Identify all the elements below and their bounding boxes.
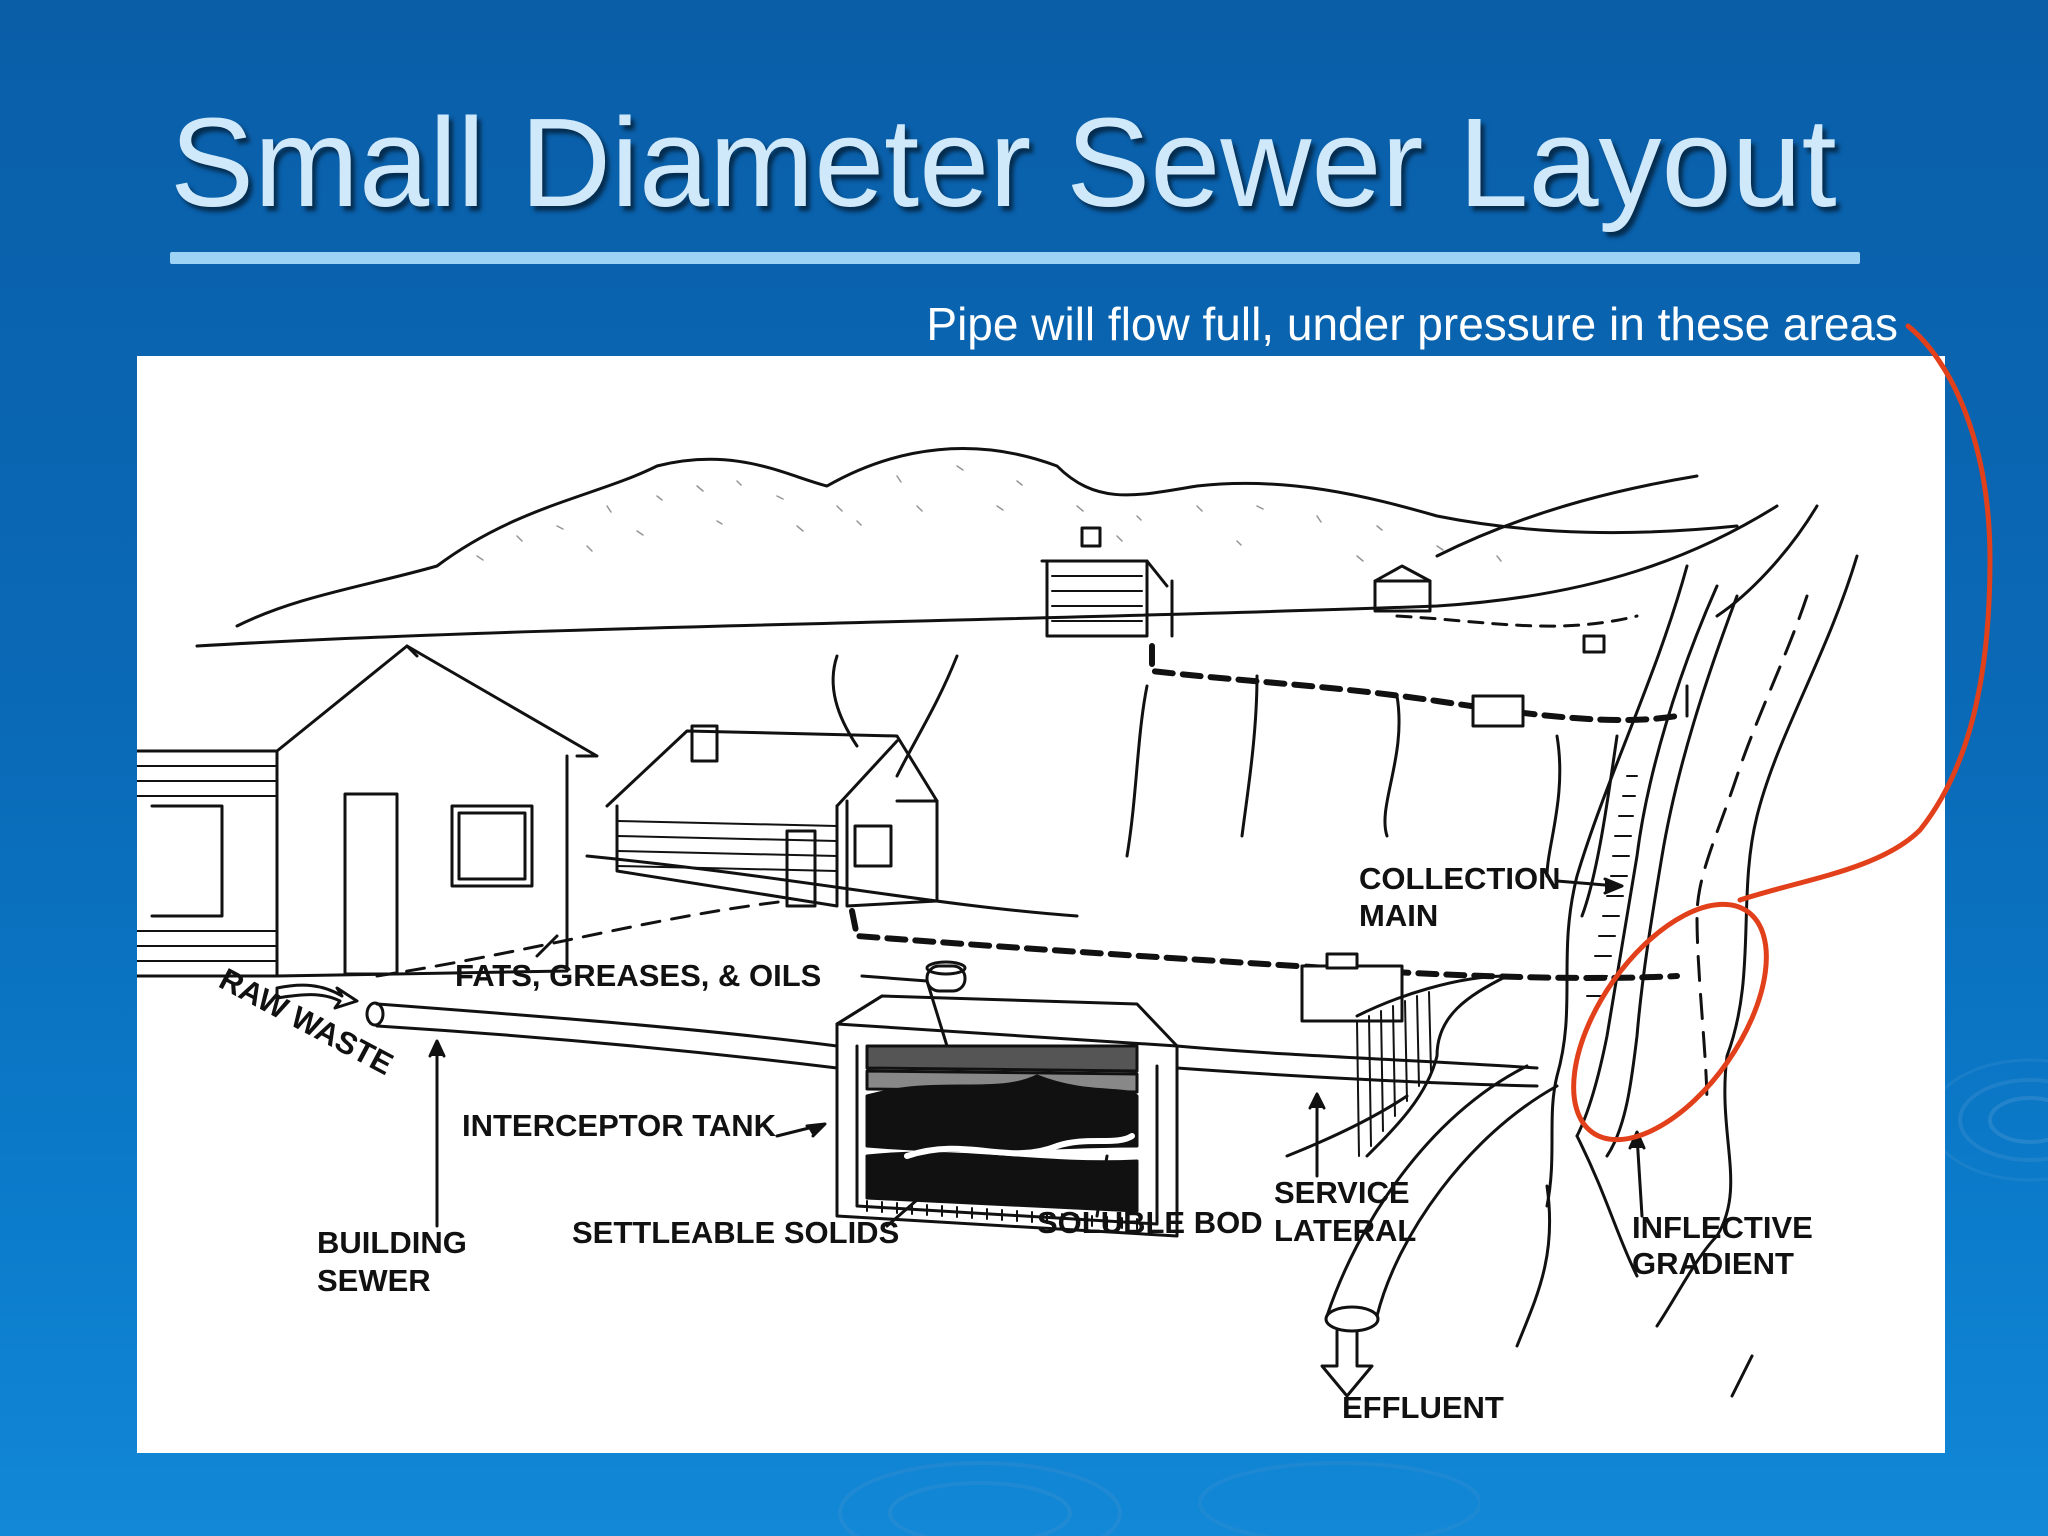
water-ripple-decoration <box>838 1461 1480 1536</box>
label-interceptor-tank: INTERCEPTOR TANK <box>462 1108 777 1143</box>
interceptor-tank-drawing <box>835 960 1179 1238</box>
label-inflective-gradient: GRADIENT <box>1632 1246 1794 1281</box>
pressure-callout-text: Pipe will flow full, under pressure in t… <box>926 298 1898 350</box>
label-service-lateral: LATERAL <box>1274 1213 1416 1248</box>
large-house-drawing <box>137 644 599 978</box>
label-collection-main: COLLECTION <box>1359 861 1561 896</box>
service-lateral-dashed <box>849 908 1680 981</box>
horizon-line <box>195 504 1779 648</box>
building-sewer-pipe <box>375 1002 839 1070</box>
road-edge <box>1545 564 1689 1208</box>
inflective-gradient-leader <box>1635 1134 1644 1218</box>
raw-waste-arrow <box>275 983 359 1010</box>
label-building-sewer: BUILDING <box>317 1225 467 1260</box>
soluble-bod-leader <box>1095 1154 1109 1218</box>
label-inflective-gradient: INFLECTIVE <box>1632 1210 1813 1245</box>
effluent-arrow <box>1320 1329 1374 1398</box>
label-effluent: EFFLUENT <box>1342 1390 1504 1425</box>
label-collection-main: MAIN <box>1359 898 1438 933</box>
distant-house-drawing <box>1040 526 1432 638</box>
sewer-layout-illustration: RAW WASTE FATS, GREASES, & OILS INTERCEP… <box>137 447 1859 1425</box>
small-house-drawing <box>605 724 939 908</box>
effluent-pipe <box>1325 1064 1559 1318</box>
label-soluble-bod: SOLUBLE BOD <box>1037 1205 1263 1240</box>
settleable-solids-leader <box>885 1172 949 1228</box>
label-fats-greases-oils: FATS, GREASES, & OILS <box>455 958 821 993</box>
background-hills <box>235 447 1739 628</box>
fats-leader <box>860 974 949 1048</box>
sewer-diagram-panel: RAW WASTE FATS, GREASES, & OILS INTERCEP… <box>137 356 1945 1453</box>
title-underline <box>170 252 1860 264</box>
label-raw-waste: RAW WASTE <box>214 961 399 1082</box>
label-service-lateral: SERVICE <box>1274 1175 1410 1210</box>
label-building-sewer: SEWER <box>317 1263 431 1298</box>
collection-main-upper <box>1149 643 1680 723</box>
slide-title: Small Diameter Sewer Layout <box>170 92 1837 233</box>
label-settleable-solids: SETTLEABLE SOLIDS <box>572 1215 899 1250</box>
